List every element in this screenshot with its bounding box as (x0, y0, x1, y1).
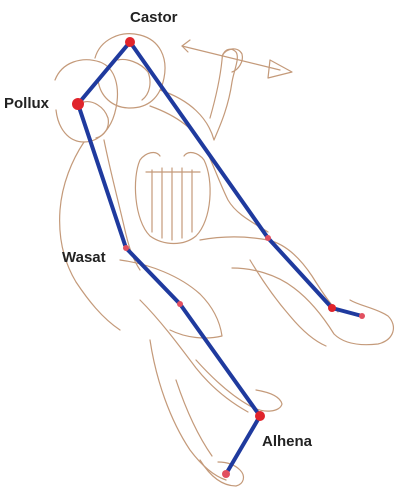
star-mid-body (177, 301, 183, 307)
line-right-body-knee (266, 236, 334, 310)
pollux-lower-leg (149, 339, 227, 481)
star-castor (125, 37, 135, 47)
castor-upper-leg (199, 236, 339, 313)
line-knee-foot (330, 306, 364, 318)
pollux-inner-torso (103, 139, 141, 271)
line-mid-alhena (178, 302, 262, 418)
pollux-robe (119, 259, 223, 339)
constellation-stars (72, 37, 365, 478)
star-foot-left (222, 470, 230, 478)
line-pollux-wasat (76, 102, 128, 250)
arrow-head (267, 59, 293, 79)
pollux-upper-leg (139, 299, 249, 413)
castor-torso (149, 105, 269, 233)
label-alhena: Alhena (262, 433, 313, 450)
star-right-foot (359, 313, 365, 319)
star-pollux (72, 98, 84, 110)
line-wasat-mid (124, 246, 182, 306)
pollux-foot (199, 459, 245, 487)
label-wasat: Wasat (62, 249, 106, 266)
pollux-face-outline (83, 101, 109, 139)
line-castor-right-body (128, 40, 270, 240)
twins-figure-illustration (54, 33, 395, 487)
star-right-knee (328, 304, 336, 312)
castor-lower-leg (231, 267, 395, 346)
label-pollux: Pollux (4, 95, 50, 112)
constellation-lines (76, 40, 364, 476)
castor-raised-arm (159, 48, 238, 141)
castor-face-outline (117, 58, 151, 101)
pollux-torso (59, 141, 121, 331)
castor-hand (221, 48, 243, 73)
line-alhena-foot (224, 414, 262, 476)
label-castor: Castor (130, 9, 178, 26)
star-alhena (255, 411, 265, 421)
line-castor-pollux (76, 40, 132, 106)
lyre-outline (134, 151, 211, 245)
pollux-knee-foot (195, 359, 283, 412)
star-wasat (123, 245, 129, 251)
pollux-shin (175, 379, 213, 457)
star-labels: Castor Pollux Wasat Alhena (4, 9, 313, 450)
arrow-shaft (181, 45, 281, 71)
arrow-fletching (181, 39, 191, 53)
castor-back-leg (249, 259, 327, 347)
pollux-head-outline (54, 59, 119, 143)
star-right-body (265, 235, 271, 241)
